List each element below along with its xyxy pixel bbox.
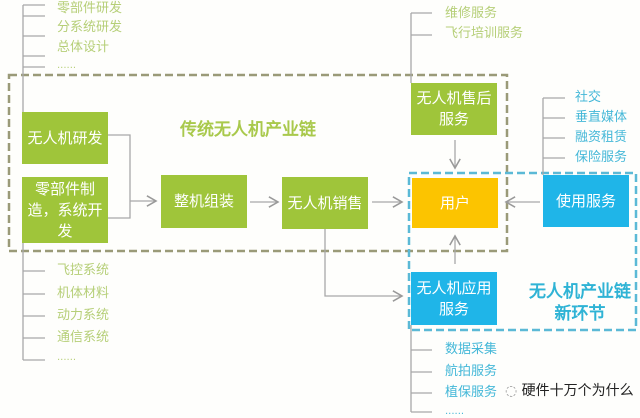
watermark: ◌ 硬件十万个为什么 [505, 383, 634, 400]
usage-list-bracket [542, 97, 565, 175]
usage-item: 垂直媒体 [575, 110, 628, 125]
traditional-chain-frame [7, 73, 509, 253]
rd-item: 总体设计 [57, 40, 110, 55]
application-list-bracket [410, 325, 432, 413]
rd-parts-connector [108, 134, 131, 219]
rd-item: ...... [57, 60, 77, 71]
application-item: 植保服务 [445, 385, 498, 400]
sales-box: 无人机销售 [282, 177, 368, 229]
wechat-icon: ◌ [505, 383, 518, 399]
arrow-sales-to-application [324, 229, 404, 302]
application-item: ...... [445, 406, 465, 417]
usage-item: 保险服务 [575, 150, 628, 165]
rd-item: 零部件研发 [57, 1, 123, 16]
parts-item: 飞控系统 [57, 263, 110, 278]
aftersales-box: 无人机售后服务 [411, 83, 497, 135]
parts-item: 动力系统 [57, 308, 110, 323]
usage-item: 融资租赁 [575, 130, 628, 145]
usage-box: 使用服务 [543, 175, 629, 227]
parts-item: ...... [57, 352, 77, 363]
new-chain-title: 无人机产业链新环节 [529, 282, 631, 324]
traditional-chain-title: 传统无人机产业链 [180, 120, 316, 140]
application-item: 航拍服务 [445, 364, 498, 379]
rd-list-bracket [22, 4, 45, 112]
user-box: 用户 [412, 178, 498, 228]
aftersales-item: 飞行培训服务 [445, 26, 524, 41]
watermark-text: 硬件十万个为什么 [521, 383, 634, 399]
parts-item: 通信系统 [57, 330, 110, 345]
application-box: 无人机应用服务 [411, 272, 497, 325]
application-item: 数据采集 [445, 342, 498, 357]
rd-box: 无人机研发 [22, 112, 108, 164]
aftersales-list-bracket [410, 12, 432, 83]
new-chain-frame [407, 171, 638, 332]
usage-item: 社交 [575, 90, 602, 105]
parts-box: 零部件制造，系统开发 [22, 177, 108, 243]
parts-list-bracket [22, 243, 45, 361]
aftersales-item: 维修服务 [445, 6, 498, 21]
parts-item: 机体材料 [57, 286, 110, 301]
assembly-box: 整机组装 [161, 175, 247, 228]
rd-item: 分系统研发 [57, 20, 123, 35]
